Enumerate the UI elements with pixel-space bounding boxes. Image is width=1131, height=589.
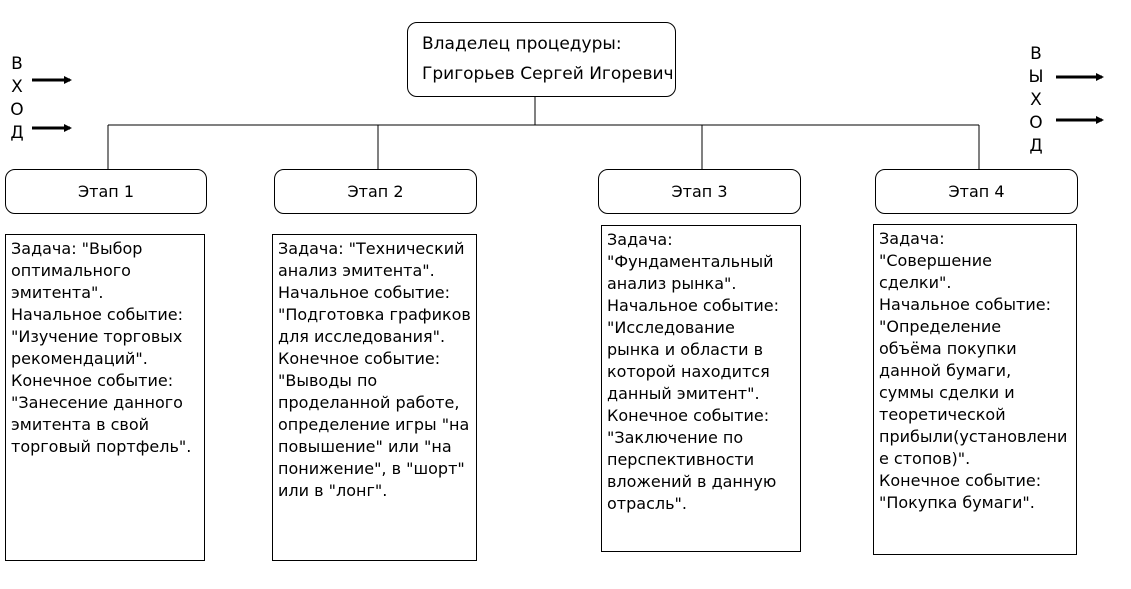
stage-1-title: Этап 1 (77, 182, 135, 201)
stage-2-title: Этап 2 (347, 182, 404, 201)
output-label: В Ы Х О Д (1028, 44, 1044, 156)
owner-title: Владелец процедуры: (422, 34, 622, 54)
stage-2-description: Задача: "Технический анализ эмитента". Н… (272, 234, 477, 561)
stage-4-description: Задача: "Совершение сделки". Начальное с… (873, 224, 1077, 555)
input-label: В Х О Д (10, 54, 24, 143)
stage-4-title: Этап 4 (948, 182, 1005, 201)
stage-2-box: Этап 2 (274, 169, 477, 214)
stage-1-box: Этап 1 (5, 169, 207, 214)
stage-4-box: Этап 4 (875, 169, 1078, 214)
process-owner-box: Владелец процедуры: Григорьев Сергей Иго… (407, 22, 676, 97)
owner-name: Григорьев Сергей Игоревич (422, 64, 674, 84)
stage-1-description: Задача: "Выбор оптимального эмитента". Н… (5, 234, 205, 561)
stage-3-box: Этап 3 (598, 169, 801, 214)
stage-3-description: Задача: "Фундаментальный анализ рынка". … (601, 225, 801, 552)
stage-3-title: Этап 3 (671, 182, 728, 201)
